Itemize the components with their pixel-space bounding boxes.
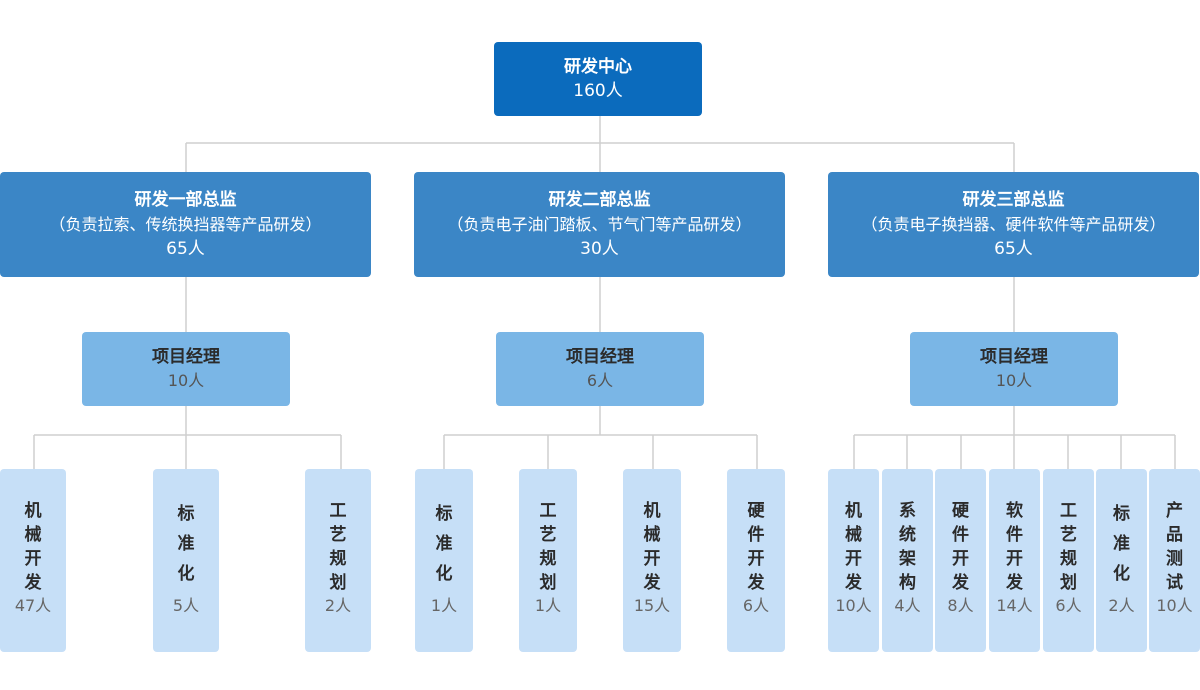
team-name: 系统架构 [899,501,916,593]
pm-count: 10人 [995,371,1033,390]
dept-name: 研发二部总监 [548,190,651,210]
team-count: 6人 [1055,596,1082,615]
team-name: 机械开发 [643,501,661,593]
dept-desc: （负责电子油门踏板、节气门等产品研发） [447,215,752,234]
dept-desc: （负责电子换挡器、硬件软件等产品研发） [861,215,1166,234]
pm-count: 10人 [167,371,205,390]
team-name: 标准化 [435,504,453,584]
team-name: 工艺规划 [329,501,347,593]
dept-count: 65人 [994,239,1033,259]
pm-count: 6人 [586,371,614,390]
team-count: 6人 [742,596,770,615]
team-name: 标准化 [177,504,195,584]
team-count: 47人 [14,596,52,615]
team-count: 15人 [633,596,671,615]
team-node: 工艺规划 6人 [1043,469,1094,652]
team-node: 标准化 5人 [153,469,219,652]
team-name: 机械开发 [845,501,862,593]
dept-desc: （负责拉索、传统换挡器等产品研发） [49,215,322,234]
team-node: 硬件开发 8人 [935,469,986,652]
team-node: 软件开发 14人 [989,469,1040,652]
team-node: 工艺规划 2人 [305,469,371,652]
team-count: 10人 [835,596,872,615]
team-node: 系统架构 4人 [882,469,933,652]
team-count: 8人 [947,596,974,615]
team-count: 4人 [894,596,921,615]
team-name: 硬件开发 [952,501,969,593]
root-name: 研发中心 [564,57,632,77]
team-node: 硬件开发 6人 [727,469,785,652]
team-count: 10人 [1156,596,1193,615]
team-name: 工艺规划 [1060,501,1077,593]
team-count: 14人 [996,596,1033,615]
team-node: 工艺规划 1人 [519,469,577,652]
dept-node-1: 研发一部总监 （负责拉索、传统换挡器等产品研发） 65人 [0,172,371,277]
team-name: 软件开发 [1006,501,1023,593]
pm-name: 项目经理 [980,347,1048,367]
root-count: 160人 [573,81,623,101]
root-node: 研发中心 160人 [494,42,702,116]
pm-name: 项目经理 [152,347,220,367]
team-name: 标准化 [1113,504,1130,584]
dept-name: 研发三部总监 [962,190,1065,210]
dept-count: 30人 [580,239,619,259]
pm-name: 项目经理 [566,347,634,367]
team-name: 硬件开发 [747,501,765,593]
team-node: 产品测试 10人 [1149,469,1200,652]
team-count: 2人 [324,596,352,615]
team-node: 标准化 1人 [415,469,473,652]
team-count: 2人 [1108,596,1135,615]
team-count: 1人 [430,596,458,615]
team-count: 1人 [534,596,562,615]
team-name: 工艺规划 [539,501,557,593]
team-name: 产品测试 [1166,501,1183,593]
dept-name: 研发一部总监 [134,190,237,210]
pm-node-1: 项目经理 10人 [82,332,290,406]
pm-node-2: 项目经理 6人 [496,332,704,406]
team-node: 标准化 2人 [1096,469,1147,652]
team-name: 机械开发 [24,501,42,593]
team-node: 机械开发 47人 [0,469,66,652]
team-node: 机械开发 10人 [828,469,879,652]
team-node: 机械开发 15人 [623,469,681,652]
team-count: 5人 [172,596,200,615]
dept-node-3: 研发三部总监 （负责电子换挡器、硬件软件等产品研发） 65人 [828,172,1199,277]
dept-count: 65人 [166,239,205,259]
dept-node-2: 研发二部总监 （负责电子油门踏板、节气门等产品研发） 30人 [414,172,785,277]
pm-node-3: 项目经理 10人 [910,332,1118,406]
